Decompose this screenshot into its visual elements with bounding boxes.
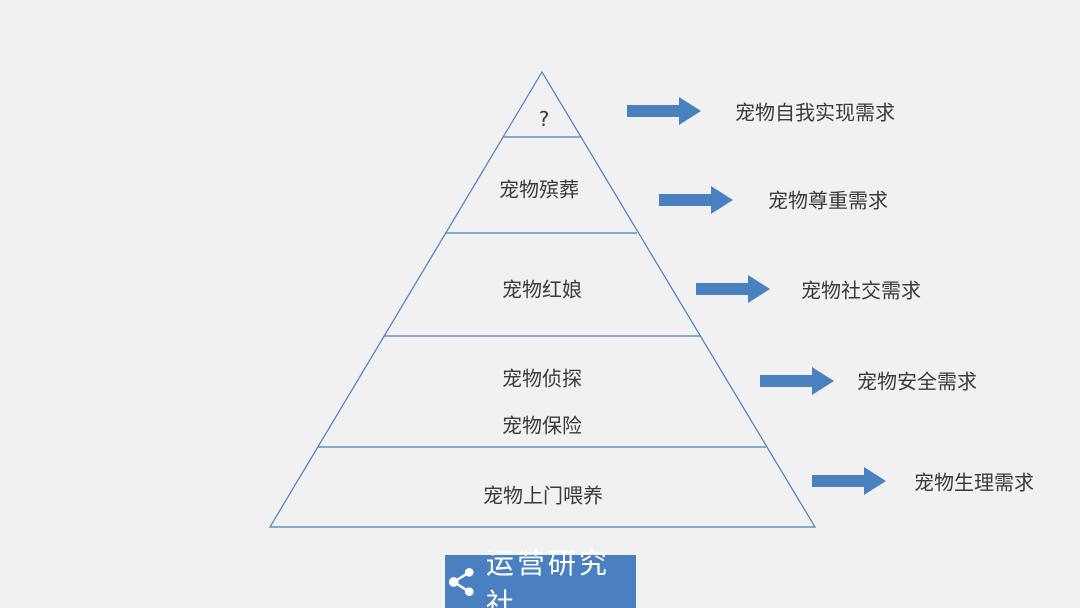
logo-text: 运营研究社 (485, 546, 610, 608)
tier-4-label-line-1: 宠物侦探 (502, 366, 582, 391)
tier-3-label: 宠物红娘 (502, 277, 582, 302)
arrow-right-icon (659, 186, 733, 214)
tier-5-label: 宠物上门喂养 (483, 483, 603, 508)
need-label-safety: 宠物安全需求 (857, 369, 977, 394)
pyramid-outline (268, 70, 817, 528)
need-label-social: 宠物社交需求 (801, 278, 921, 303)
tier-1-label: ? (538, 107, 550, 131)
tier-2-label: 宠物殡葬 (499, 177, 579, 202)
arrow-right-icon (627, 97, 701, 125)
tier-4-label-line-2: 宠物保险 (502, 413, 582, 438)
need-label-physiological: 宠物生理需求 (914, 470, 1034, 495)
arrow-right-icon (760, 367, 834, 395)
arrow-right-icon (696, 275, 770, 303)
share-icon (448, 567, 474, 596)
arrow-right-icon (812, 467, 886, 495)
need-label-self-actualization: 宠物自我实现需求 (735, 100, 895, 125)
need-label-esteem: 宠物尊重需求 (768, 188, 888, 213)
logo: 运营研究社 (445, 547, 636, 608)
